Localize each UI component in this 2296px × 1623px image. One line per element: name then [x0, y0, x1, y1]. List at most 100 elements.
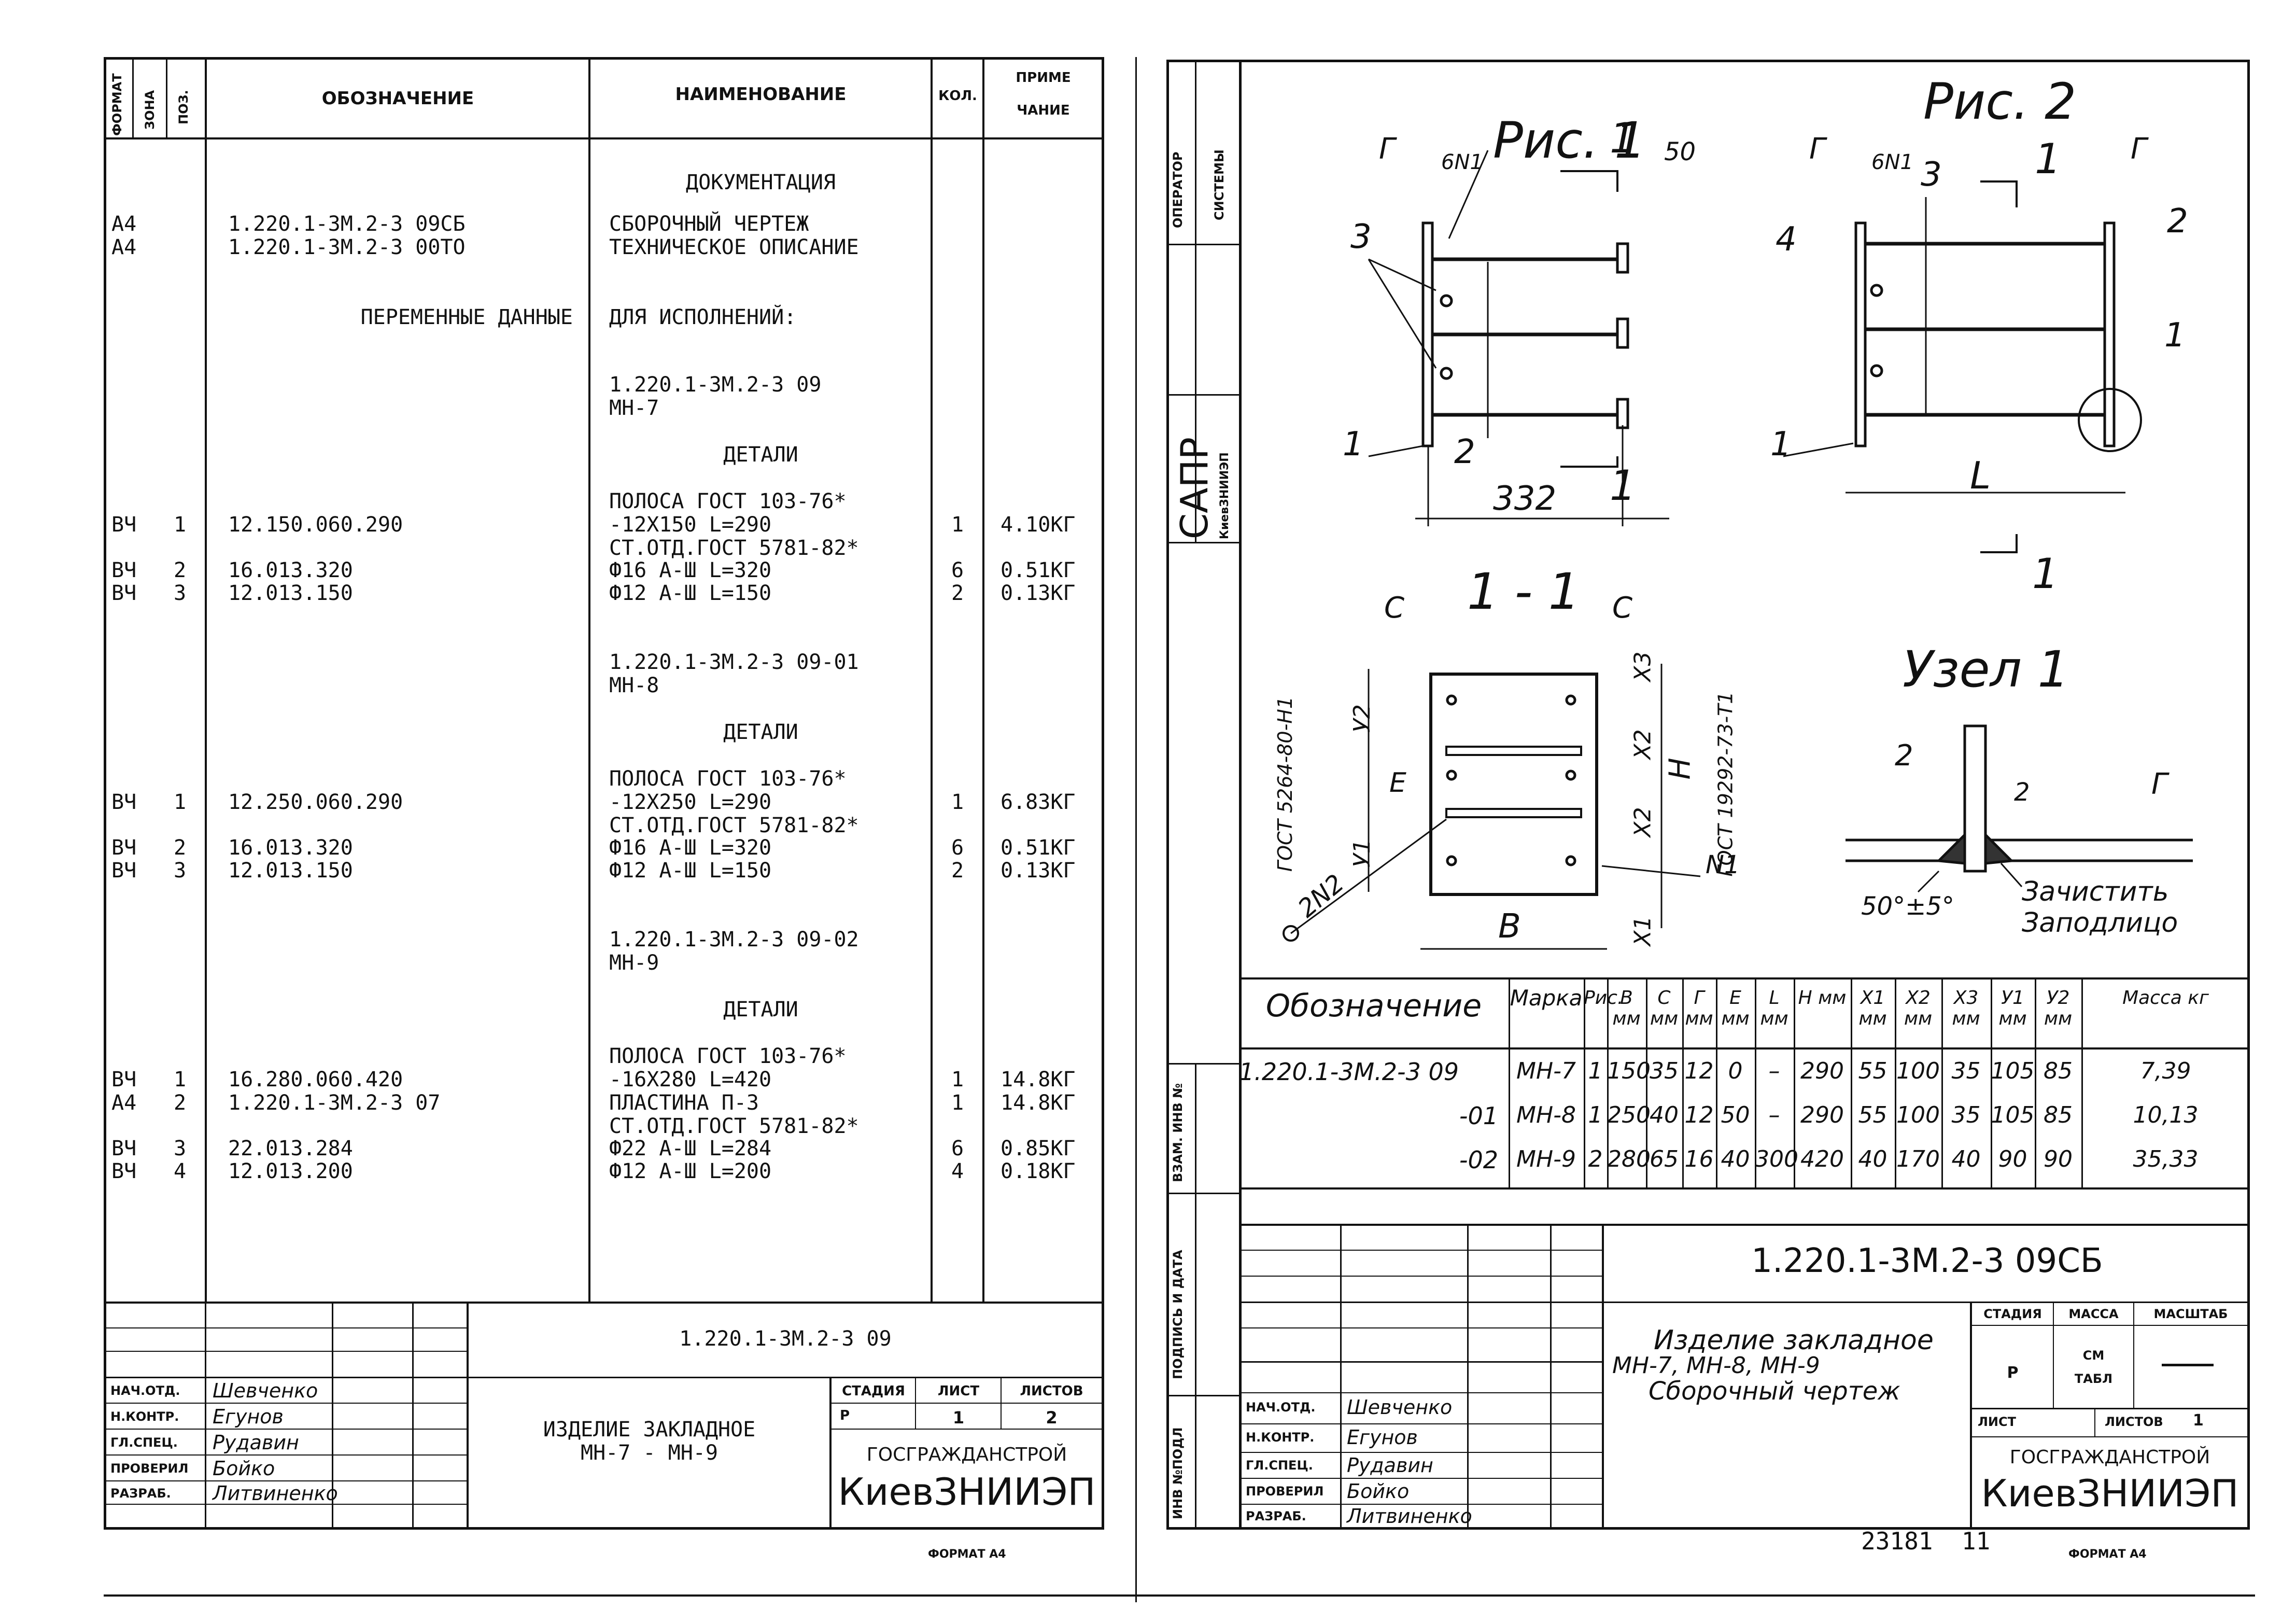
- sec-n1: N1: [1706, 850, 1740, 879]
- tb-name: Литвиненко: [213, 1482, 338, 1505]
- sec-gost-a: ГОСТ 5264-80-Н1: [1274, 696, 1297, 872]
- spec-name: ДЕТАЛИ: [723, 998, 798, 1022]
- spec-designation: 12.013.150: [228, 859, 353, 883]
- param-header: B мм: [1612, 987, 1641, 1029]
- sec-b: В: [1498, 907, 1521, 946]
- spec-name: СБОРОЧНЫЙ ЧЕРТЕЖ: [609, 212, 809, 236]
- left-format-note: ФОРМАТ А4: [928, 1548, 1006, 1561]
- spec-note: 0.13КГ: [1001, 581, 1076, 605]
- spec-name: ТЕХНИЧЕСКОЕ ОПИСАНИЕ: [609, 235, 859, 259]
- param-cell: 1: [1588, 1058, 1603, 1084]
- right-tb-sheets-label: ЛИСТОВ: [2105, 1415, 2163, 1429]
- sec-x1: Х1: [1629, 916, 1656, 946]
- sec-h: Н: [1663, 758, 1697, 780]
- spec-pos: 2: [174, 836, 187, 860]
- param-header: Рис.: [1584, 987, 1624, 1009]
- param-col-divider: [1646, 977, 1647, 1187]
- spec-name: -16Х280 L=420: [609, 1068, 772, 1092]
- header-note-1: ПРИМЕ: [1016, 70, 1071, 86]
- param-cell: 55: [1858, 1058, 1887, 1084]
- sec-c-right: С: [1612, 591, 1633, 625]
- param-cell: МН-9: [1516, 1146, 1576, 1172]
- fig2-title: Рис. 2: [1923, 73, 2077, 131]
- param-header: C мм: [1650, 987, 1679, 1029]
- tb-role: Н.КОНТР.: [1246, 1430, 1315, 1445]
- spec-designation: 12.013.150: [228, 581, 353, 605]
- spec-note: 0.51КГ: [1001, 558, 1076, 582]
- param-header: H мм: [1798, 987, 1847, 1009]
- param-header: У1 мм: [1998, 987, 2027, 1029]
- spec-name: Ф16 А-Ш L=320: [609, 558, 772, 582]
- spec-name: СТ.ОТД.ГОСТ 5781-82*: [609, 536, 859, 560]
- spec-qty: 6: [951, 836, 964, 860]
- fig1-cut-bot: 1: [1610, 461, 1636, 510]
- param-col-divider: [2035, 977, 2036, 1187]
- spec-note: 4.10КГ: [1001, 513, 1076, 537]
- fig1-nut-bot: [1616, 398, 1629, 429]
- param-header: E мм: [1721, 987, 1750, 1029]
- param-cell: МН-8: [1516, 1102, 1576, 1128]
- spec-name: ДОКУМЕНТАЦИЯ: [686, 171, 836, 194]
- param-header: L мм: [1760, 987, 1788, 1029]
- spec-pos: 1: [174, 513, 187, 537]
- right-tb-org-1: ГОСГРАЖДАНСТРОЙ: [2009, 1447, 2210, 1468]
- tb-name: Бойко: [1347, 1480, 1410, 1503]
- right-tb-stage-label: СТАДИЯ: [1983, 1307, 2042, 1321]
- param-cell: 0: [1728, 1058, 1743, 1084]
- fig2-g-left: Г: [1809, 132, 1826, 166]
- param-header: Обозначение: [1265, 988, 1482, 1024]
- spec-qty: 6: [951, 558, 964, 582]
- fig2-pos-4: 4: [1776, 220, 1797, 259]
- left-tb-sheets-label: ЛИСТОВ: [1020, 1383, 1083, 1399]
- param-cell: 40: [1951, 1146, 1981, 1172]
- spec-name: ДЕТАЛИ: [723, 443, 798, 467]
- left-tb-title-2: МН-7 - МН-9: [581, 1441, 718, 1465]
- param-cell: 35: [1951, 1102, 1981, 1128]
- left-tb-title-1: ИЗДЕЛИЕ ЗАКЛАДНОЕ: [543, 1418, 756, 1442]
- spec-note: 0.13КГ: [1001, 859, 1076, 883]
- spec-format: А4: [111, 1091, 137, 1115]
- spec-pos: 3: [174, 859, 187, 883]
- param-cell: 35,33: [2133, 1146, 2199, 1172]
- param-header: Г мм: [1685, 987, 1713, 1029]
- param-cell: 250: [1607, 1102, 1651, 1128]
- fig2-pos-1-right: 1: [2164, 316, 2186, 355]
- sec-y1: У1: [1348, 839, 1375, 868]
- spec-name: Ф12 А-Ш L=150: [609, 581, 772, 605]
- spec-qty: 2: [951, 859, 964, 883]
- spec-note: 14.8КГ: [1001, 1091, 1076, 1115]
- tb-name: Литвиненко: [1347, 1505, 1472, 1528]
- spec-format: ВЧ: [111, 1159, 137, 1183]
- param-cell: 7,39: [2140, 1058, 2191, 1084]
- param-cell: 290: [1800, 1102, 1844, 1128]
- tb-name: Рудавин: [1347, 1454, 1433, 1477]
- sec-x2-top: Х2: [1629, 729, 1656, 760]
- param-cell: 90: [1998, 1146, 2027, 1172]
- spec-format: ВЧ: [111, 581, 137, 605]
- tb-name: Рудавин: [213, 1431, 299, 1454]
- fig1-nut-mid: [1616, 317, 1629, 349]
- spec-note: 0.85КГ: [1001, 1137, 1076, 1160]
- spec-designation: ПЕРЕМЕННЫЕ ДАННЫЕ: [360, 305, 573, 329]
- param-cell: 1.220.1-3М.2-3 09: [1239, 1058, 1459, 1086]
- fig2-plate-left: [1854, 221, 1867, 447]
- right-tb-scale-dash: [2162, 1364, 2214, 1366]
- param-cell: 40: [1858, 1146, 1887, 1172]
- param-col-divider: [1851, 977, 1852, 1187]
- spec-qty: 1: [951, 1091, 964, 1115]
- left-tb-sheet-label: ЛИСТ: [937, 1383, 980, 1399]
- param-col-divider: [1794, 977, 1795, 1187]
- header-name: НАИМЕНОВАНИЕ: [675, 84, 847, 105]
- param-cell: 85: [2044, 1102, 2073, 1128]
- param-cell: 105: [1991, 1102, 2035, 1128]
- spec-designation: 12.013.200: [228, 1159, 353, 1183]
- tb-name: Шевченко: [213, 1379, 318, 1402]
- spec-qty: 1: [951, 1068, 964, 1092]
- page-fold-line: [1135, 57, 1137, 1602]
- param-cell: 16: [1684, 1146, 1714, 1172]
- param-header: У2 мм: [2044, 987, 2073, 1029]
- left-tb-org-1: ГОСГРАЖДАНСТРОЙ: [866, 1444, 1067, 1465]
- tb-name: Шевченко: [1347, 1396, 1453, 1419]
- fig1-cut-top: 1: [1610, 114, 1636, 162]
